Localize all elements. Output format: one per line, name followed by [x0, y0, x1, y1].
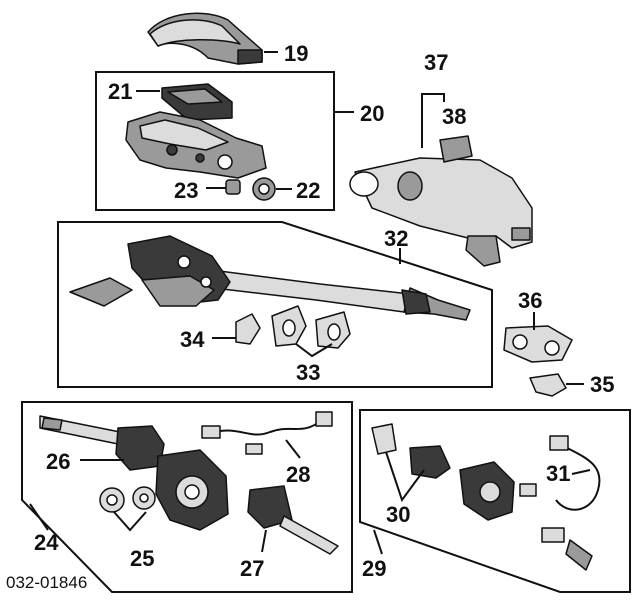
ignition-cylinder [371, 423, 451, 479]
callout-27: 27 [240, 556, 264, 581]
group-frame-32 [57, 221, 493, 388]
combination-switch-body [155, 449, 229, 531]
switch-harness [201, 411, 333, 455]
column-cover-upper [147, 12, 263, 65]
callout-36: 36 [518, 288, 542, 313]
bushing [252, 177, 276, 201]
steering-column [69, 235, 471, 321]
callout-26: 26 [46, 449, 70, 474]
callout-30: 30 [386, 502, 410, 527]
callout-28: 28 [286, 462, 310, 487]
joint-clip [529, 373, 567, 397]
callout-32: 32 [384, 226, 408, 251]
column-housing [125, 111, 267, 179]
callout-34: 34 [180, 327, 205, 352]
callout-37: 37 [424, 50, 448, 75]
column-collars [271, 305, 351, 349]
callout-35: 35 [590, 372, 614, 397]
diagram-code: 032-01846 [6, 573, 87, 592]
leader-lines [29, 51, 591, 555]
turn-signal-switch [247, 485, 339, 555]
group-frame-24 [21, 401, 353, 593]
column-cover-lower [349, 157, 533, 267]
callout-25: 25 [130, 546, 154, 571]
group-frame-29 [359, 409, 631, 593]
pin [225, 179, 241, 195]
ignition-harness [519, 435, 601, 511]
trim-cover [161, 83, 233, 121]
callout-24: 24 [34, 530, 59, 555]
callout-21: 21 [108, 79, 132, 104]
callout-38: 38 [442, 104, 466, 129]
group-frame-20 [95, 71, 335, 211]
callout-23: 23 [174, 178, 198, 203]
universal-joint [503, 325, 573, 363]
callout-20: 20 [360, 101, 384, 126]
callout-31: 31 [546, 461, 570, 486]
steering-lock [459, 461, 593, 571]
callout-22: 22 [296, 178, 320, 203]
callout-19: 19 [284, 41, 308, 66]
wiper-switch [39, 415, 165, 471]
label-sticker [439, 135, 473, 163]
callout-29: 29 [362, 556, 386, 581]
switch-rings [99, 486, 156, 513]
callout-33: 33 [296, 360, 320, 385]
mounting-plate [235, 313, 261, 345]
